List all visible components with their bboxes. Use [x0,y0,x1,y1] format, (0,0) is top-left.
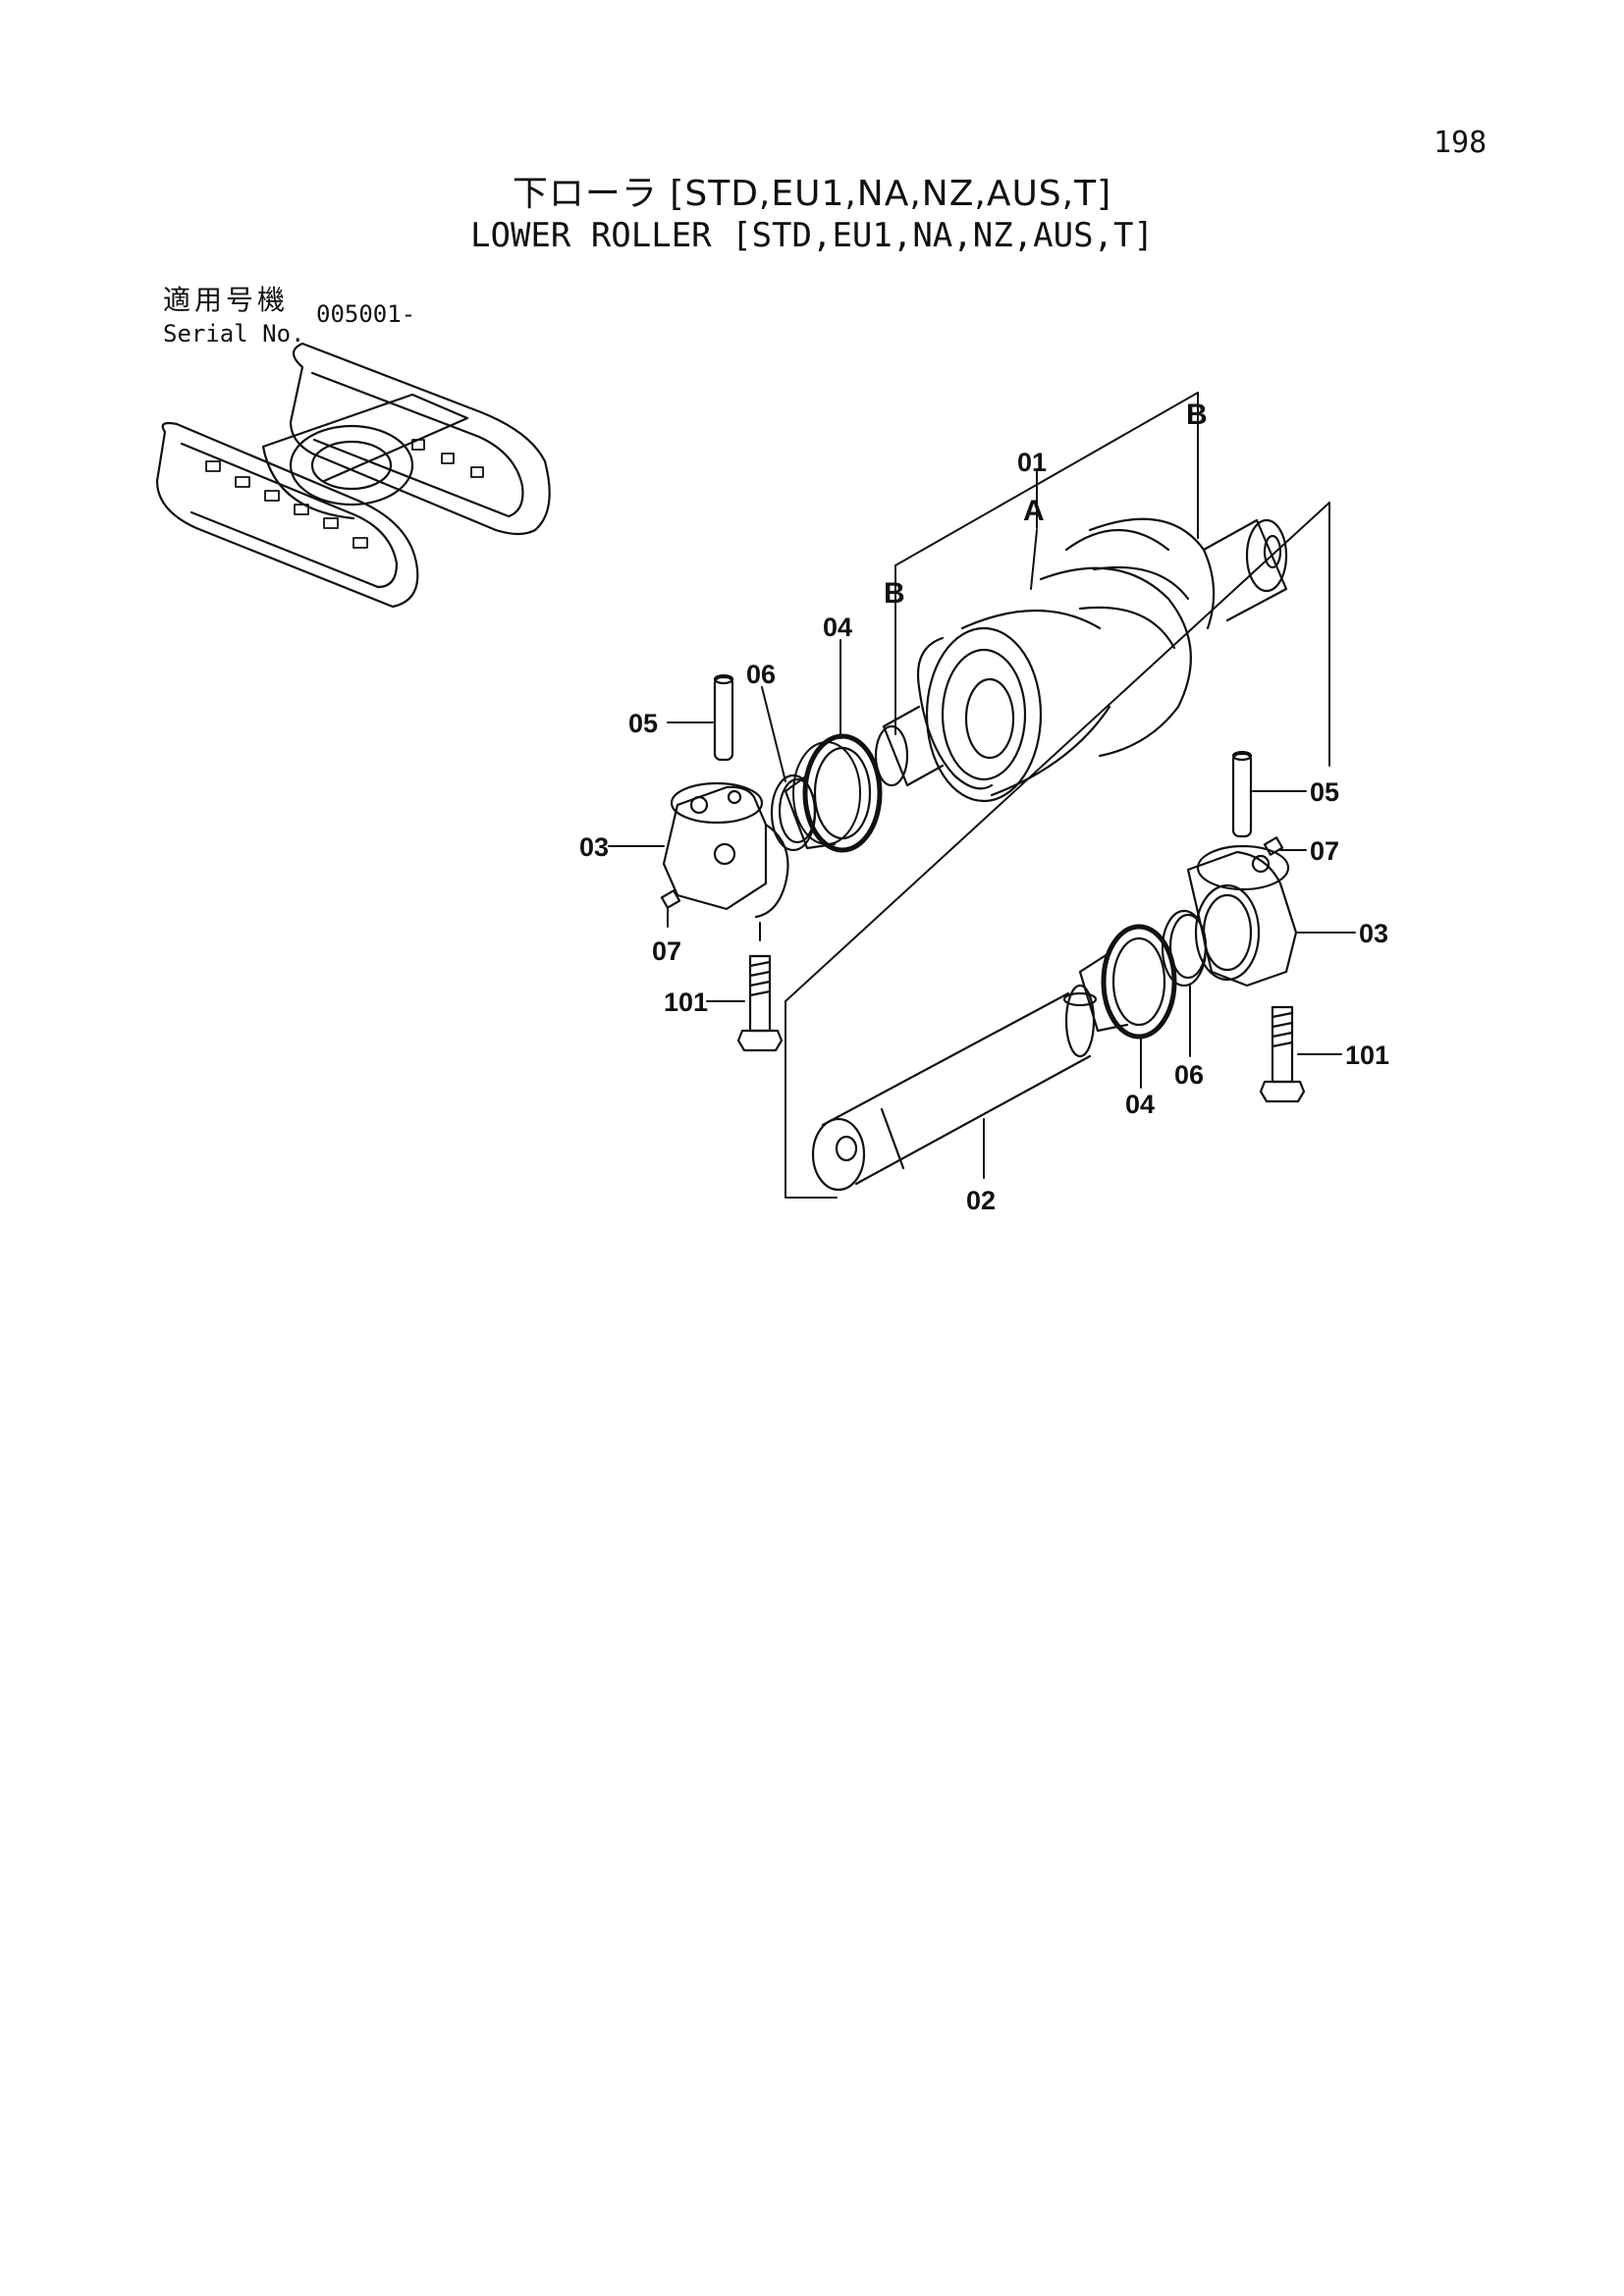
bolt-part-101-left [736,954,784,1052]
title-japanese: 下ローラ [STD,EU1,NA,NZ,AUS,T] [512,174,1112,214]
pin-part-05-left [713,673,734,762]
callout-101-left: 101 [664,988,708,1017]
shaft-part-02 [811,984,1098,1192]
roller-body-part-01 [874,517,1288,803]
title-english: LOWER ROLLER [STD,EU1,NA,NZ,AUS,T] [470,216,1154,255]
floating-seal-part-04-left [784,733,883,853]
collar-part-03-right [1186,844,1298,988]
callout-B-lower: B [884,577,905,610]
serial-label-english: Serial No. [163,320,305,347]
leader-lines [608,423,1356,1179]
callout-05-left: 05 [628,709,658,738]
callout-05-right: 05 [1310,777,1339,807]
callout-07-right: 07 [1310,836,1339,866]
callout-02: 02 [966,1186,996,1215]
callout-03-right: 03 [1359,919,1388,948]
callout-01: 01 [1017,448,1047,477]
serial-number-value: 005001- [316,300,416,328]
callout-B-upper: B [1186,399,1208,431]
plug-part-07-left [660,889,681,909]
callout-04-right: 04 [1125,1090,1155,1119]
plug-part-07-right [1263,836,1284,856]
callout-04-left: 04 [823,613,852,642]
page-number: 198 [1434,126,1488,160]
callout-03-left: 03 [579,832,609,862]
callout-06-left: 06 [746,660,776,689]
o-ring-part-06-left [770,774,817,852]
callout-07-left: 07 [652,936,681,966]
assembly-outline [785,392,1330,1199]
bolt-part-101-right [1259,1005,1306,1103]
undercarriage-thumbnail [155,342,551,609]
pin-part-05-right [1231,750,1253,838]
callout-A: A [1023,495,1045,527]
callout-101-right: 101 [1345,1041,1389,1070]
callout-06-right: 06 [1174,1060,1204,1090]
serial-label-japanese: 適用号機 [163,284,290,316]
callout-labels: 01 A B B 04 06 05 03 07 101 05 07 03 101… [579,399,1389,1215]
collar-part-03-left [662,781,789,919]
